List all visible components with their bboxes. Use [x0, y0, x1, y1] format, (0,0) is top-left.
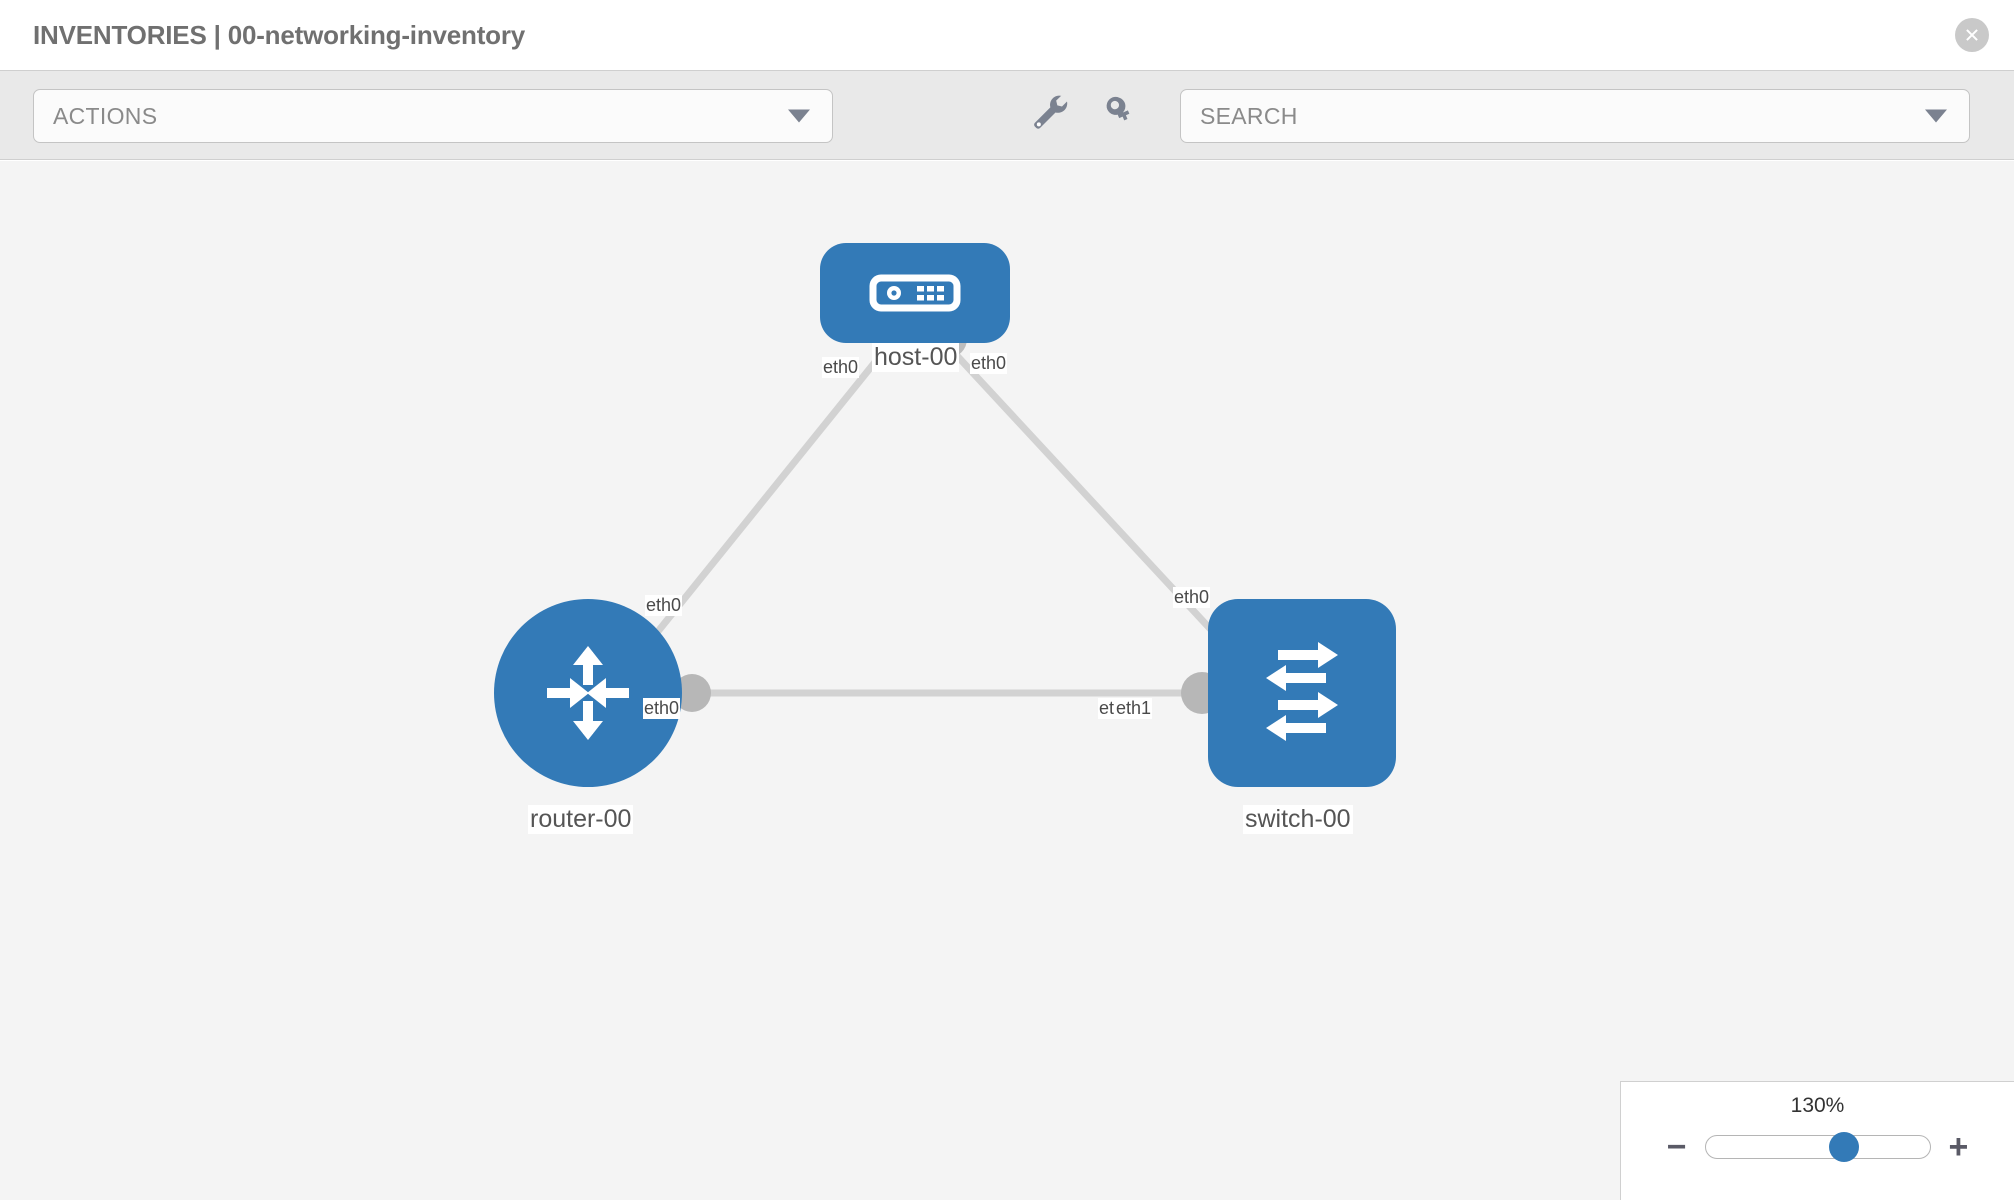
port-label-switch-left: eth1 — [1115, 698, 1153, 719]
node-host-00-label: host-00 — [872, 343, 960, 372]
topology-canvas[interactable]: host-00 eth0 eth0 — [0, 161, 2014, 1200]
page-title: INVENTORIES | 00-networking-inventory — [33, 19, 526, 50]
zoom-slider[interactable] — [1704, 1132, 1931, 1162]
node-host-00-shape[interactable] — [820, 243, 1010, 343]
port-label-router-right: eth0 — [643, 698, 681, 719]
search-placeholder: SEARCH — [1200, 102, 1298, 129]
zoom-slider-handle[interactable] — [1829, 1132, 1860, 1162]
node-router-00-shape[interactable] — [494, 599, 682, 787]
switch-arrows-icon — [1266, 642, 1338, 741]
port-label-switch-up: eth0 — [1173, 587, 1211, 608]
actions-dropdown[interactable]: ACTIONS — [33, 89, 833, 143]
zoom-percent-label: 130% — [1790, 1094, 1845, 1117]
chevron-down-icon[interactable] — [1925, 109, 1947, 123]
port-label-host-right: eth0 — [970, 353, 1008, 374]
search-input[interactable]: SEARCH — [1180, 89, 1970, 143]
zoom-control-panel: 130% − + — [1620, 1081, 2014, 1200]
zoom-in-button[interactable]: + — [1948, 1128, 1969, 1166]
port-nub-router-right — [673, 674, 711, 712]
node-router-00[interactable] — [494, 599, 682, 787]
close-icon[interactable] — [1955, 18, 1989, 52]
zoom-controls-row: − + — [1621, 1130, 2014, 1164]
port-label-router-up: eth0 — [645, 595, 683, 616]
key-icon[interactable] — [1098, 91, 1138, 136]
zoom-out-button[interactable]: − — [1666, 1128, 1687, 1166]
port-label-host-left: eth0 — [822, 357, 860, 378]
server-icon — [869, 274, 961, 312]
page-header: INVENTORIES | 00-networking-inventory — [0, 0, 2014, 70]
actions-dropdown-label: ACTIONS — [53, 102, 158, 129]
router-arrows-icon — [547, 646, 629, 740]
toolbar-icon-group — [1030, 91, 1138, 136]
node-switch-00-label: switch-00 — [1243, 805, 1353, 834]
chevron-down-icon — [788, 109, 810, 123]
link-host-switch — [945, 343, 1243, 664]
toolbar: ACTIONS SEARCH — [0, 70, 2014, 160]
node-switch-00[interactable] — [1208, 599, 1396, 787]
node-switch-00-shape[interactable] — [1208, 599, 1396, 787]
wrench-icon[interactable] — [1030, 91, 1070, 136]
link-host-router — [615, 343, 891, 684]
node-host-00[interactable] — [820, 243, 1010, 343]
node-router-00-label: router-00 — [528, 805, 634, 834]
